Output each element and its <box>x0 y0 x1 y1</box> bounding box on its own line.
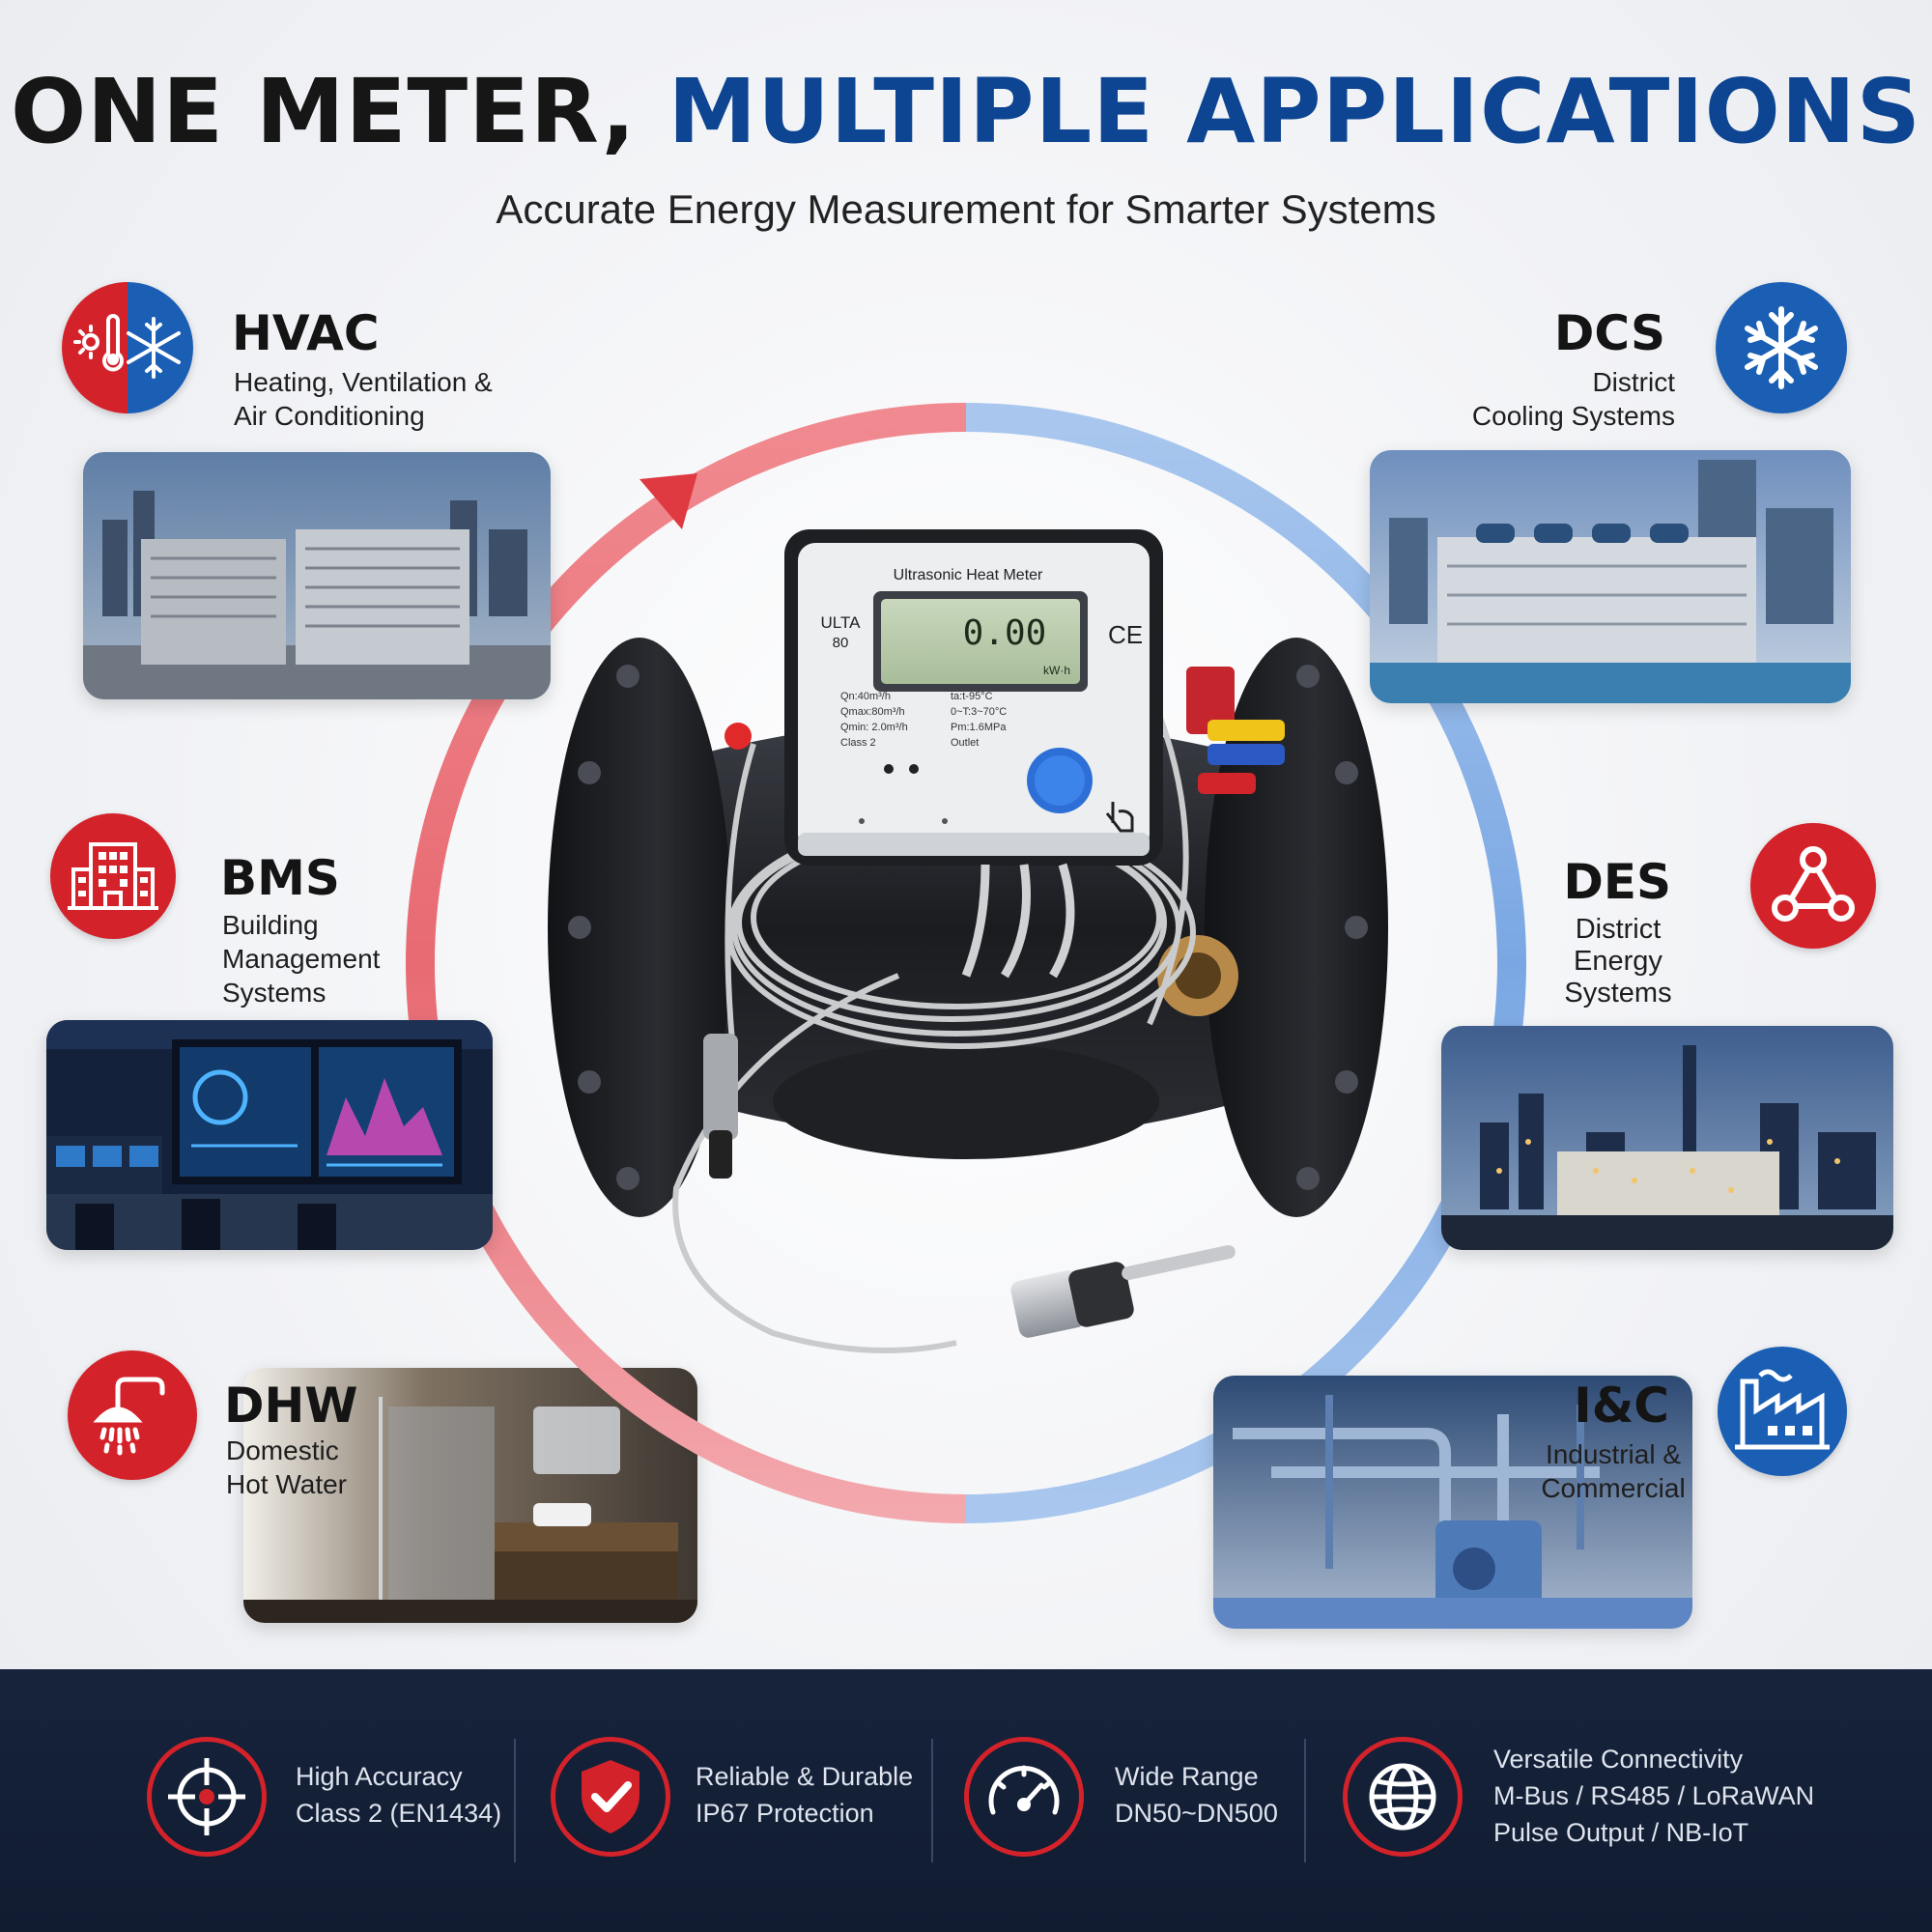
hvac-description: Heating, Ventilation & Air Conditioning <box>234 365 493 433</box>
dcs-title: DCS <box>1553 305 1665 361</box>
ic-desc-line2: Commercial <box>1541 1473 1686 1503</box>
meter-spec-right-3: Pm:1.6MPa <box>951 722 1007 733</box>
feature-4-line1: Versatile Connectivity <box>1493 1745 1744 1774</box>
hvac-title: HVAC <box>232 305 380 361</box>
heat-meter-image: Ultrasonic Heat Meter ULTA 80 0.00 kW·h … <box>548 529 1388 1353</box>
ic-photo <box>1213 1376 1692 1629</box>
bms-desc-line2: Management <box>222 944 381 974</box>
feature-divider-1 <box>514 1739 516 1862</box>
dcs-description: District Cooling Systems <box>1352 365 1675 433</box>
hvac-photo <box>83 452 551 699</box>
meter-spec-right-2: 0~T:3~70°C <box>951 706 1007 718</box>
bms-desc-line3: Systems <box>222 978 327 1008</box>
dhw-description: Domestic Hot Water <box>226 1434 347 1501</box>
feature-2-text: Reliable & Durable IP67 Protection <box>696 1758 913 1832</box>
dcs-desc-line2: Cooling Systems <box>1471 401 1675 431</box>
meter-spec-right-4: Outlet <box>951 737 979 749</box>
meter-spec-left-4: Class 2 <box>840 737 876 749</box>
feature-4-line2: M-Bus / RS485 / LoRaWAN <box>1493 1781 1815 1810</box>
feature-2-line2: IP67 Protection <box>696 1799 874 1828</box>
globe-icon <box>1369 1763 1436 1831</box>
feature-4-line3: Pulse Output / NB-IoT <box>1493 1818 1749 1847</box>
bms-icon <box>50 813 176 939</box>
meter-model-line2: 80 <box>833 635 849 651</box>
page-subtitle: Accurate Energy Measurement for Smarter … <box>496 186 1436 232</box>
des-icon <box>1750 823 1876 949</box>
red-arrowhead <box>639 473 697 529</box>
dcs-icon <box>1716 282 1847 413</box>
title-part-1: ONE METER, <box>10 60 637 163</box>
hvac-desc-line2: Air Conditioning <box>234 401 425 431</box>
feature-1-line1: High Accuracy <box>296 1762 463 1791</box>
hvac-desc-line1: Heating, Ventilation & <box>234 367 493 397</box>
feature-3-icon <box>964 1737 1084 1857</box>
page-title: ONE METER, MULTIPLE APPLICATIONS <box>0 60 1932 163</box>
gauge-icon <box>988 1765 1060 1815</box>
feature-1-icon <box>147 1737 267 1857</box>
shield-check-icon <box>582 1760 639 1833</box>
meter-ce-mark: CE <box>1108 620 1143 649</box>
dhw-icon <box>68 1350 197 1480</box>
bms-title: BMS <box>220 850 340 906</box>
dhw-desc-line2: Hot Water <box>226 1469 347 1499</box>
dhw-desc-line1: Domestic <box>226 1435 339 1465</box>
feature-3-line1: Wide Range <box>1115 1762 1259 1791</box>
hvac-icon <box>62 282 193 413</box>
meter-spec-left-3: Qmin: 2.0m³/h <box>840 722 908 733</box>
ic-title: I&C <box>1574 1378 1669 1434</box>
bms-description: Building Management Systems <box>222 908 380 1009</box>
feature-3-line2: DN50~DN500 <box>1115 1799 1278 1828</box>
meter-spec-left-1: Qn:40m³/h <box>840 691 891 702</box>
des-photo <box>1441 1026 1893 1250</box>
des-desc-line3: Systems <box>1564 978 1672 1009</box>
dcs-desc-line1: District <box>1592 367 1675 397</box>
feature-divider-2 <box>931 1739 933 1862</box>
meter-spec-right-1: ta:t-95°C <box>951 691 993 702</box>
ic-description: Industrial & Commercial <box>1526 1437 1700 1505</box>
dhw-title: DHW <box>224 1378 358 1434</box>
crosshair-icon <box>168 1758 245 1835</box>
des-desc-line1: District <box>1575 914 1662 945</box>
bms-desc-line1: Building <box>222 910 319 940</box>
meter-spec-left-2: Qmax:80m³/h <box>840 706 905 718</box>
meter-label: Ultrasonic Heat Meter <box>894 567 1043 583</box>
bms-photo <box>46 1020 493 1250</box>
meter-model-line1: ULTA <box>821 613 862 632</box>
title-part-2: MULTIPLE APPLICATIONS <box>668 60 1922 163</box>
feature-1-line2: Class 2 (EN1434) <box>296 1799 502 1828</box>
feature-2-icon <box>551 1737 670 1857</box>
feature-3-text: Wide Range DN50~DN500 <box>1115 1758 1278 1832</box>
meter-display-value: 0.00 <box>963 613 1047 653</box>
dcs-photo <box>1370 450 1851 703</box>
feature-divider-3 <box>1304 1739 1306 1862</box>
ic-icon <box>1718 1347 1847 1476</box>
feature-4-text: Versatile Connectivity M-Bus / RS485 / L… <box>1493 1741 1814 1851</box>
des-title: DES <box>1563 854 1671 910</box>
des-desc-line2: Energy <box>1574 946 1662 977</box>
feature-1-text: High Accuracy Class 2 (EN1434) <box>296 1758 501 1832</box>
feature-2-line1: Reliable & Durable <box>696 1762 914 1791</box>
ic-desc-line1: Industrial & <box>1545 1439 1682 1469</box>
red-arc <box>406 403 967 1523</box>
meter-display-unit: kW·h <box>1043 664 1070 677</box>
feature-4-icon <box>1343 1737 1463 1857</box>
des-description: District Energy Systems <box>1507 914 1729 1009</box>
